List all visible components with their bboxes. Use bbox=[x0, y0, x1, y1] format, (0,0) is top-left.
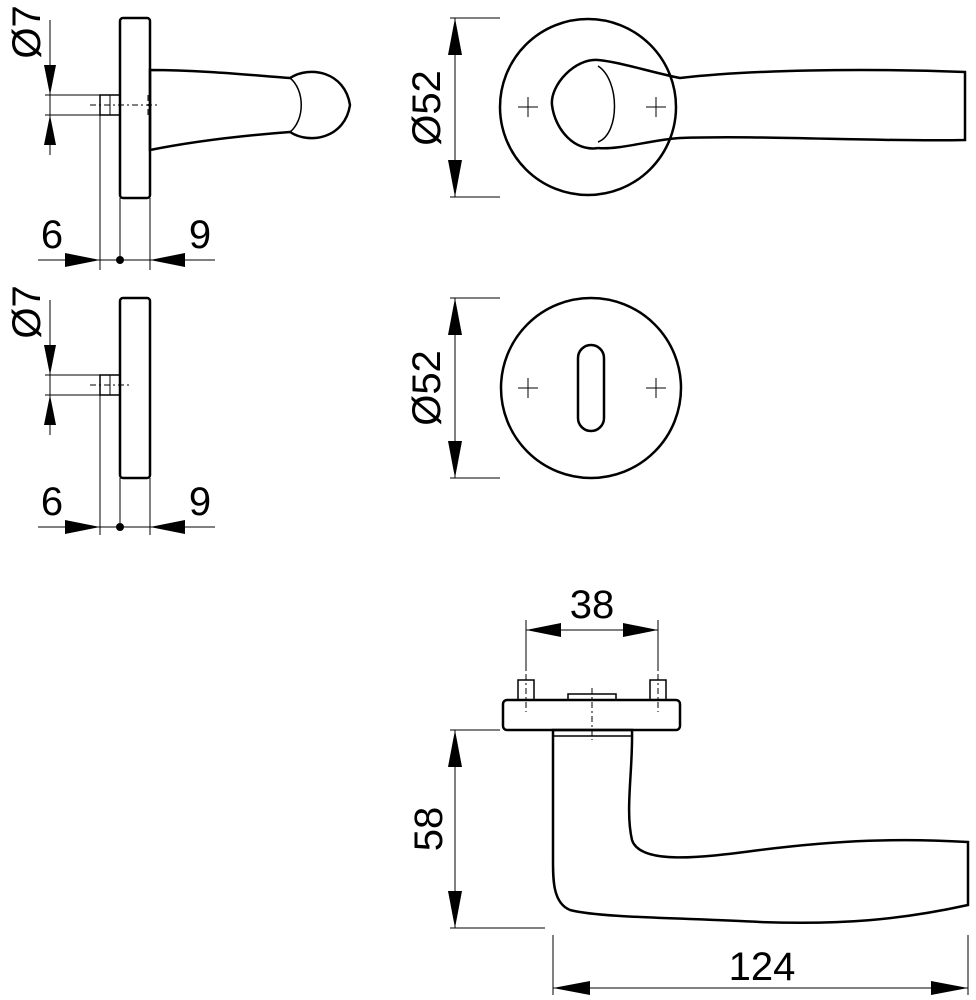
front-lever-rose-dia-label: Ø52 bbox=[405, 70, 449, 146]
front-view-lever: Ø52 bbox=[405, 17, 967, 198]
side-view-lever: Ø7 6 9 bbox=[5, 5, 352, 270]
front-view-escutcheon: Ø52 bbox=[405, 296, 683, 480]
side-escutcheon-left-offset-label: 6 bbox=[41, 480, 63, 524]
side-lever-right-offset-label: 9 bbox=[189, 213, 211, 257]
side-view-escutcheon: Ø7 6 9 bbox=[5, 285, 215, 535]
lever-length-label: 124 bbox=[729, 945, 796, 989]
side-lever-spindle-dia-label: Ø7 bbox=[5, 5, 49, 58]
screw-spacing-label: 38 bbox=[570, 583, 615, 627]
side-escutcheon-spindle-dia-label: Ø7 bbox=[5, 285, 49, 338]
top-view-lever: 38 58 124 bbox=[407, 583, 970, 995]
front-escutcheon-rose-dia-label: Ø52 bbox=[405, 350, 449, 426]
side-lever-left-offset-label: 6 bbox=[41, 213, 63, 257]
side-escutcheon-right-offset-label: 9 bbox=[189, 480, 211, 524]
lever-height-label: 58 bbox=[407, 807, 451, 852]
